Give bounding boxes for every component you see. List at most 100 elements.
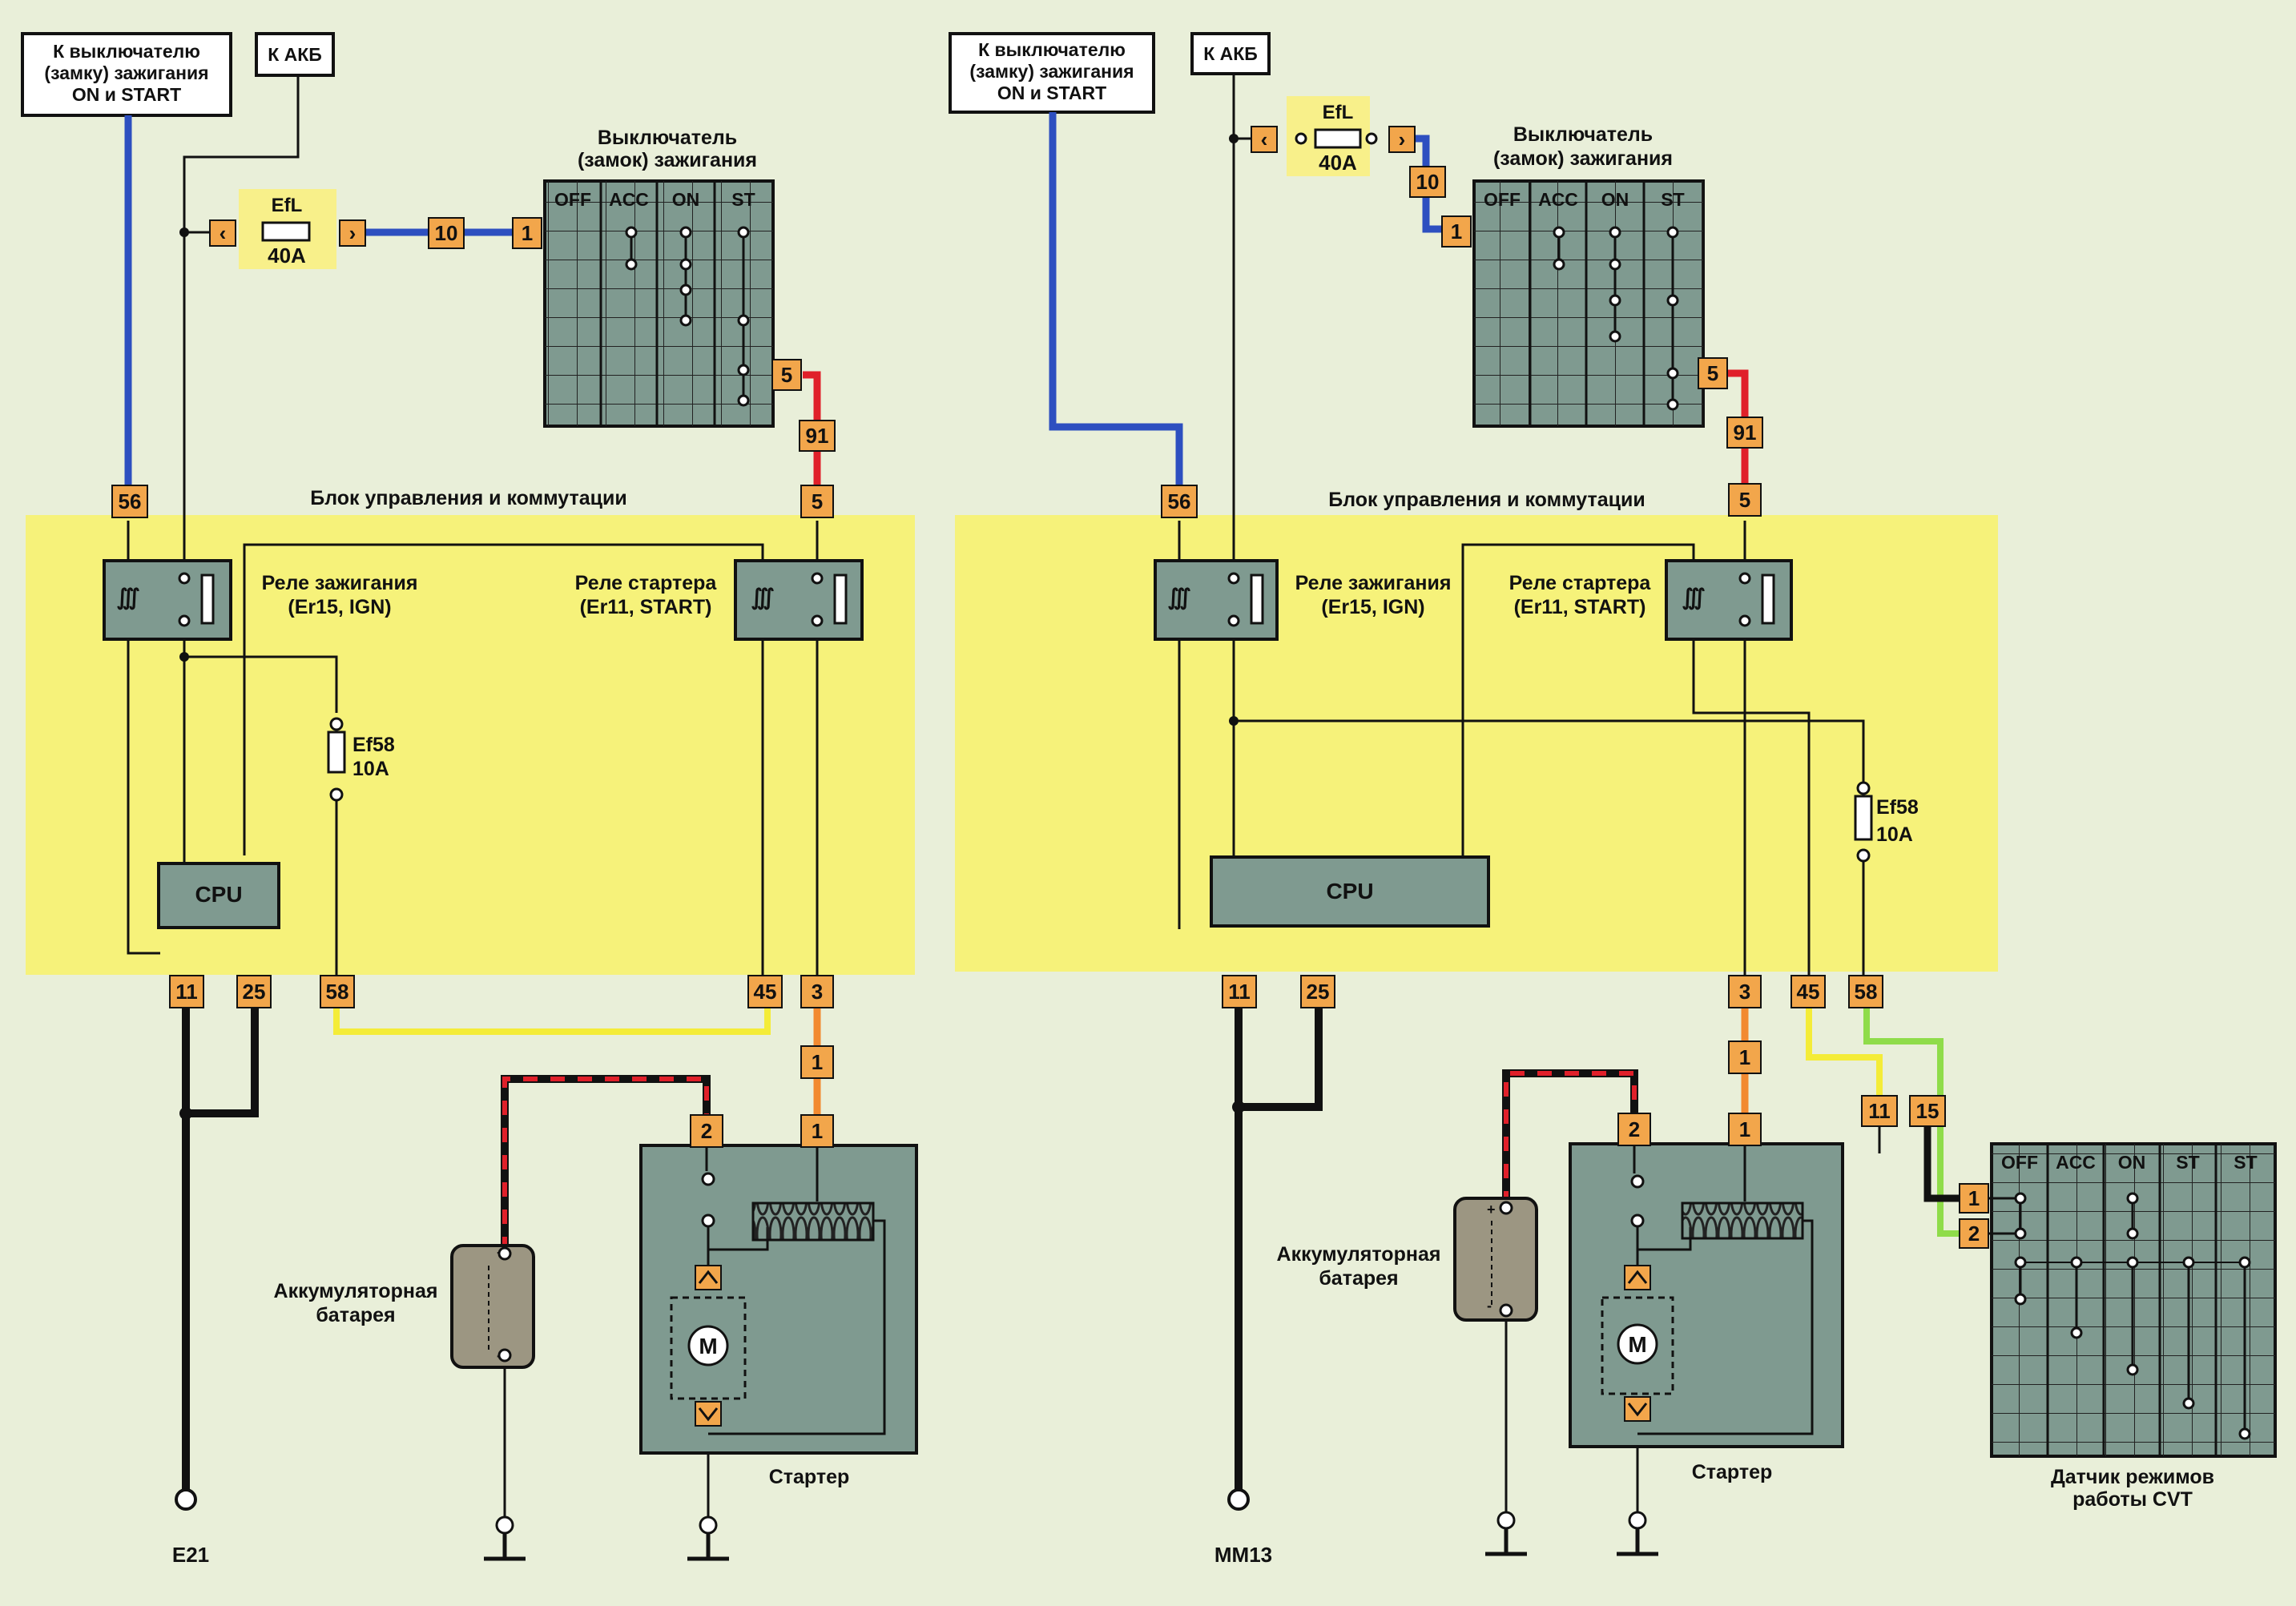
svg-text:11: 11 — [1868, 1099, 1891, 1123]
right-bottom-pins: 11 25 3 45 58 — [1222, 975, 1883, 1008]
svg-text:3: 3 — [812, 980, 823, 1004]
svg-text:Ef58: Ef58 — [352, 734, 395, 756]
svg-text:1: 1 — [812, 1119, 823, 1143]
right-wire-label-91: 91 — [1726, 417, 1763, 449]
left-fuse-efl: EfL 40A ‹ › — [209, 189, 366, 269]
svg-text:5: 5 — [812, 489, 823, 513]
svg-text:91: 91 — [1734, 421, 1757, 445]
svg-text:(Er15, IGN): (Er15, IGN) — [1321, 596, 1424, 618]
right-ground-mm13: MM13 — [1214, 1488, 1272, 1567]
svg-text:OFF: OFF — [1484, 189, 1521, 210]
left-battery-header: К АКБ — [255, 32, 335, 77]
left-ground-e21: E21 — [172, 1488, 209, 1567]
right-fuse-efl: EfL 40A ‹ › — [1251, 96, 1416, 176]
svg-text:+: + — [1487, 1201, 1496, 1218]
svg-text:11: 11 — [1228, 980, 1251, 1004]
left-wire-battery-plus-dash — [502, 1077, 709, 1251]
right-diagram: Блок управления и коммутации К выключате… — [949, 32, 2277, 1567]
svg-text:45: 45 — [754, 980, 777, 1004]
svg-text:1: 1 — [1968, 1186, 1980, 1210]
svg-text:-: - — [1487, 1298, 1492, 1314]
svg-text:25: 25 — [1307, 980, 1330, 1004]
svg-text:56: 56 — [119, 489, 142, 513]
svg-text:›: › — [349, 221, 356, 245]
left-switch-title: Выключатель — [598, 127, 737, 149]
left-ignition-switch: OFF ACC ON ST 1 5 — [512, 179, 802, 428]
left-starter-label: Стартер — [769, 1466, 850, 1488]
left-wire-start-relay — [243, 543, 764, 977]
right-ignition-relay: ∭ — [1154, 559, 1279, 641]
svg-text:10: 10 — [1416, 170, 1440, 194]
svg-text:ST: ST — [2234, 1152, 2257, 1173]
svg-text:Ef58: Ef58 — [1876, 796, 1919, 819]
left-ignition-header: К выключателю (замку) зажигания ON и STA… — [21, 32, 232, 117]
left-motor — [687, 1325, 729, 1367]
svg-text:батарея: батарея — [316, 1304, 395, 1326]
right-wire-yellow — [1806, 1005, 1883, 1097]
left-wire-akb — [183, 75, 300, 873]
right-block-title: Блок управления и коммутации — [1328, 489, 1645, 511]
left-block-title: Блок управления и коммутации — [310, 487, 626, 509]
left-cpu: CPU — [157, 862, 280, 929]
right-ground-battery — [1485, 1511, 1527, 1556]
left-wire-label-1: 1 — [800, 1045, 834, 1079]
left-bottom-pins: 11 25 58 45 3 — [169, 975, 834, 1008]
svg-text:∭: ∭ — [751, 585, 775, 610]
svg-text:11: 11 — [175, 980, 198, 1004]
left-pin-5: 5 — [800, 485, 834, 518]
svg-text:К АКБ: К АКБ — [268, 44, 322, 65]
left-pin-56: 56 — [111, 485, 148, 518]
svg-text:M: M — [1628, 1332, 1646, 1357]
svg-text:15: 15 — [1916, 1099, 1940, 1123]
left-ignition-relay: ∭ — [103, 559, 232, 641]
svg-text:CPU: CPU — [1326, 879, 1373, 904]
left-diagram: Блок управления и коммутации К выключате… — [21, 32, 918, 1567]
svg-text:3: 3 — [1739, 980, 1750, 1004]
right-battery: + - — [1453, 1197, 1538, 1322]
svg-text:батарея: батарея — [1319, 1267, 1398, 1290]
svg-text:1: 1 — [522, 221, 533, 245]
svg-text:работы CVT: работы CVT — [2072, 1488, 2193, 1511]
svg-text:∭: ∭ — [116, 585, 140, 610]
right-wire-battery-plus-dash — [1504, 1071, 1637, 1206]
svg-text:К выключателю: К выключателю — [978, 39, 1126, 60]
svg-text:58: 58 — [1855, 980, 1878, 1004]
svg-text:25: 25 — [243, 980, 266, 1004]
svg-text:‹: ‹ — [1261, 127, 1268, 151]
left-wire-yellow — [333, 1005, 771, 1035]
left-battery: + - — [450, 1244, 535, 1369]
svg-text:∭: ∭ — [1682, 585, 1706, 610]
svg-text:10A: 10A — [352, 758, 389, 780]
svg-text:2: 2 — [1629, 1117, 1640, 1141]
svg-text:45: 45 — [1797, 980, 1820, 1004]
svg-text:ACC: ACC — [1538, 189, 1578, 210]
svg-text:2: 2 — [1968, 1222, 1980, 1246]
left-wire-black-25 — [186, 1005, 259, 1117]
left-battery-label: Аккумуляторная — [274, 1280, 438, 1302]
left-ground-starter — [687, 1515, 729, 1561]
svg-text:40A: 40A — [268, 244, 306, 268]
left-starter-relay: ∭ — [734, 559, 864, 641]
svg-text:ON: ON — [1601, 189, 1629, 210]
svg-text:1: 1 — [812, 1050, 823, 1074]
svg-text:E21: E21 — [172, 1543, 209, 1567]
right-fuse-ef58: Ef58 10A — [1854, 781, 1919, 863]
svg-text:1: 1 — [1739, 1045, 1750, 1069]
svg-text:1: 1 — [1739, 1117, 1750, 1141]
svg-text:10: 10 — [435, 221, 458, 245]
right-battery-label: Аккумуляторная — [1277, 1243, 1441, 1266]
svg-text:2: 2 — [701, 1119, 712, 1143]
svg-text:EfL: EfL — [272, 195, 303, 216]
svg-text:56: 56 — [1168, 489, 1191, 513]
svg-text:10A: 10A — [1876, 823, 1913, 846]
left-ign-relay-label: Реле зажигания — [262, 572, 418, 594]
svg-text:5: 5 — [1739, 488, 1750, 512]
svg-text:OFF: OFF — [2001, 1152, 2038, 1173]
svg-text:К АКБ: К АКБ — [1203, 43, 1258, 64]
right-wire-label-11: 11 — [1861, 1095, 1898, 1127]
right-switch-title: Выключатель — [1513, 123, 1653, 146]
left-ground-battery — [484, 1515, 526, 1561]
left-wire-label-10: 10 — [428, 217, 465, 249]
svg-text:58: 58 — [326, 980, 349, 1004]
